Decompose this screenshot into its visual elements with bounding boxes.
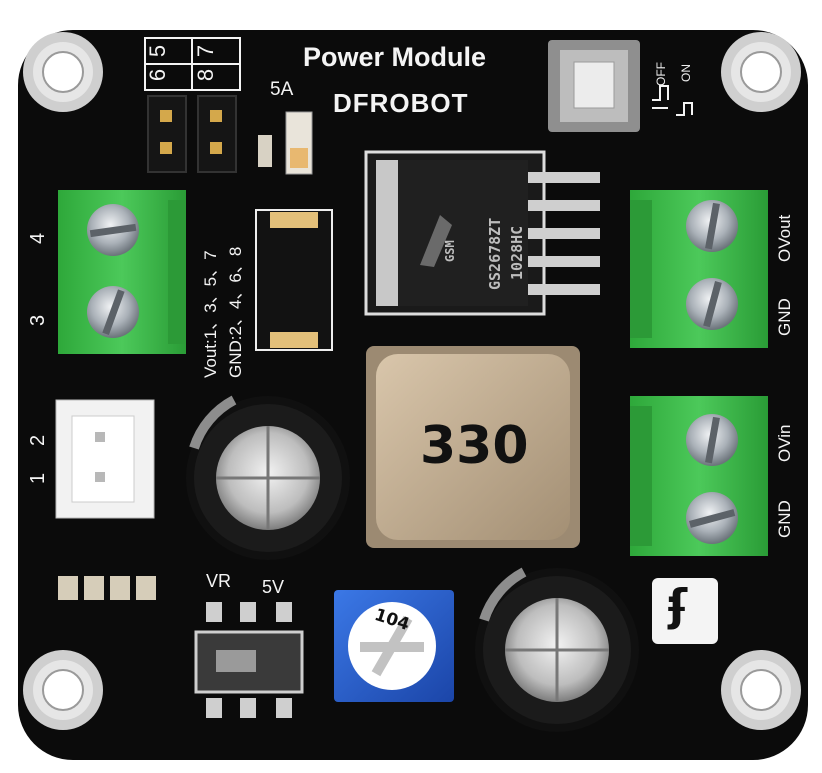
board-title: Power Module <box>303 42 487 72</box>
inductor <box>366 346 580 548</box>
pin-header <box>147 95 187 173</box>
ic-marking: GS2678ZT <box>486 217 504 290</box>
left-terminal-block <box>58 190 186 354</box>
potentiometer <box>334 590 454 702</box>
input-terminal-label: OVin <box>775 424 794 463</box>
vout-pin-note: Vout:1、3、5、7 <box>201 250 220 378</box>
slide-switch <box>194 602 304 718</box>
brand-logo: DFROBOT <box>333 88 469 118</box>
jumper-label: 8 <box>193 68 219 82</box>
power-switch <box>548 40 693 132</box>
left-terminal-label: 4 <box>27 232 49 244</box>
logo-tile <box>652 578 718 644</box>
inductor-marking: 330 <box>420 416 529 476</box>
output-terminal-block <box>630 190 768 348</box>
mounting-hole <box>721 650 801 730</box>
output-terminal-label: GND <box>775 298 794 336</box>
selector-label-5v: 5V <box>262 577 285 597</box>
electrolytic-capacitor <box>186 395 350 560</box>
jst-connector <box>55 399 155 519</box>
output-terminal-label: OVout <box>775 214 794 262</box>
jumper-label-boxes <box>144 37 241 91</box>
diode-package <box>255 209 333 351</box>
current-rating: 5A <box>270 79 294 100</box>
gnd-pin-note: GND:2、4、6、8 <box>226 246 245 378</box>
ic-marking: 1028HC <box>508 225 526 280</box>
regulator-ic <box>364 150 600 316</box>
input-terminal-label: GND <box>775 500 794 538</box>
connector-pin-label: 1 <box>27 472 49 484</box>
switch-on-label: ON <box>679 64 693 82</box>
pin-header <box>197 95 237 173</box>
smd-resistor <box>258 135 272 167</box>
input-terminal-block <box>630 396 768 556</box>
electrolytic-capacitor <box>475 567 639 732</box>
logo-glyph: ʄ <box>668 580 688 631</box>
ic-logo: GSM <box>443 240 457 262</box>
switch-off-label: OFF <box>654 62 668 86</box>
smd-resistors <box>58 576 156 600</box>
mounting-hole <box>23 32 103 112</box>
mounting-hole <box>23 650 103 730</box>
jumper-label: 6 <box>145 68 171 82</box>
connector-pin-label: 2 <box>27 434 49 446</box>
mounting-hole <box>721 32 801 112</box>
selector-label-vr: VR <box>206 571 232 591</box>
left-terminal-label: 3 <box>27 314 49 326</box>
jumper-label: 7 <box>193 44 219 58</box>
jumper-label: 5 <box>145 44 171 58</box>
